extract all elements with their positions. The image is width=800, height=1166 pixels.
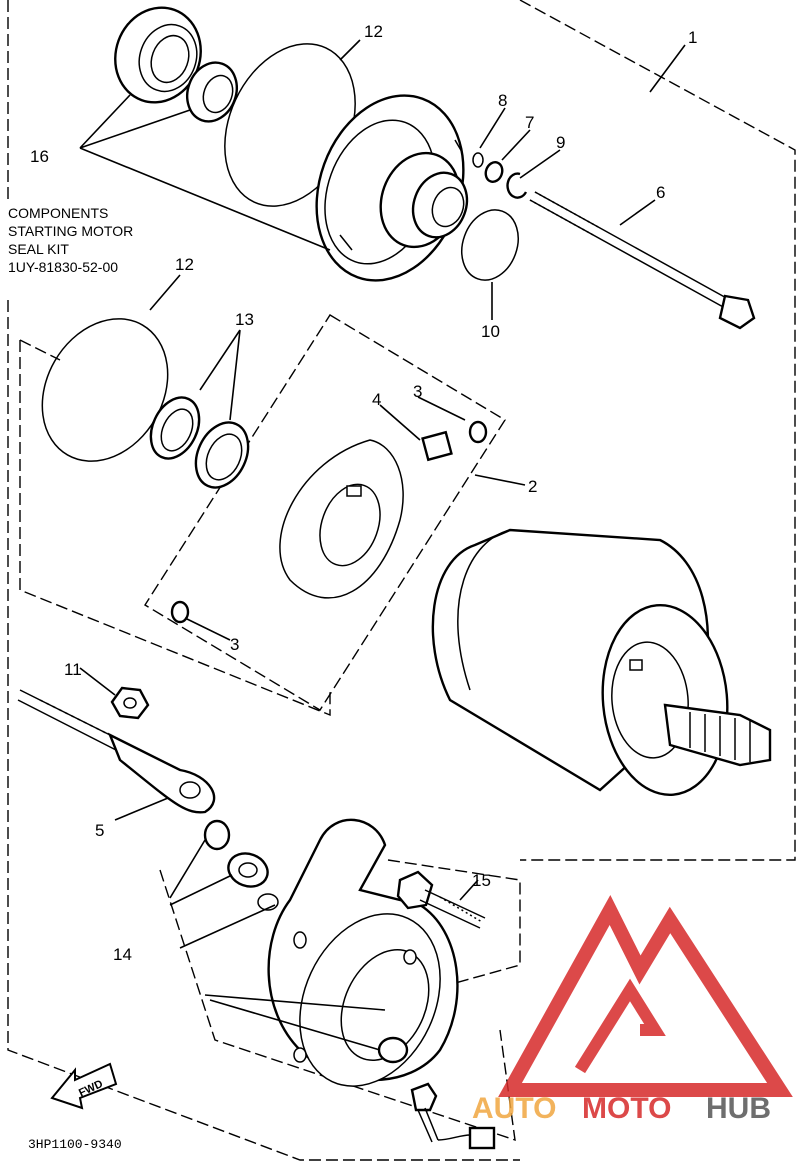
- callout-labels: 1 2 3 3 4 5 6 7 8 9 10 11 12 12 13 14 15…: [30, 22, 697, 964]
- callout-10: 10: [481, 322, 500, 341]
- callout-7: 7: [525, 113, 534, 132]
- callout-9: 9: [556, 133, 565, 152]
- callout-16: 16: [30, 147, 49, 166]
- assembly-boundary: [7, 0, 796, 1161]
- small-washers: [461, 152, 528, 281]
- callout-15: 15: [472, 871, 491, 890]
- kit-label-line-3: SEAL KIT: [8, 241, 69, 257]
- bearing: [114, 6, 202, 104]
- kit-label-line-2: STARTING MOTOR: [8, 223, 133, 239]
- callout-11: 11: [64, 660, 82, 679]
- leader-lines: [79, 39, 686, 1051]
- callout-5: 5: [95, 821, 104, 840]
- watermark-auto: AUTO: [472, 1092, 556, 1125]
- through-bolt: [529, 191, 756, 330]
- callout-6: 6: [656, 183, 665, 202]
- watermark-moto: MOTO: [582, 1092, 671, 1125]
- callout-12b: 12: [175, 255, 194, 274]
- callout-1: 1: [688, 28, 697, 47]
- mounting-bolt: [396, 870, 486, 929]
- lead-wire: [17, 686, 216, 814]
- kit-label-line-4: 1UY-81830-52-00: [8, 259, 118, 275]
- seal-kit-label: COMPONENTS STARTING MOTOR SEAL KIT 1UY-8…: [8, 205, 133, 275]
- motor-yoke: [431, 528, 772, 796]
- callout-4: 4: [372, 390, 381, 409]
- callout-14: 14: [113, 945, 132, 964]
- automotohub-logo: AUTO MOTO HUB: [472, 894, 793, 1125]
- washers-13: [149, 396, 250, 489]
- rear-cover: [267, 818, 459, 1087]
- figure-code: 3HP1100-9340: [28, 1137, 122, 1152]
- watermark-hub: HUB: [706, 1092, 771, 1125]
- brush-plate: [170, 420, 488, 624]
- callout-8: 8: [498, 91, 507, 110]
- oil-seal: [186, 61, 238, 123]
- callout-2: 2: [528, 477, 537, 496]
- callout-3b: 3: [230, 635, 239, 654]
- callout-13: 13: [235, 310, 254, 329]
- callout-3a: 3: [413, 382, 422, 401]
- rear-cover-parts: [203, 819, 279, 911]
- kit-label-line-1: COMPONENTS: [8, 205, 108, 221]
- callout-12a: 12: [364, 22, 383, 41]
- front-cover: [315, 94, 469, 282]
- terminal-bolt: [410, 1082, 496, 1150]
